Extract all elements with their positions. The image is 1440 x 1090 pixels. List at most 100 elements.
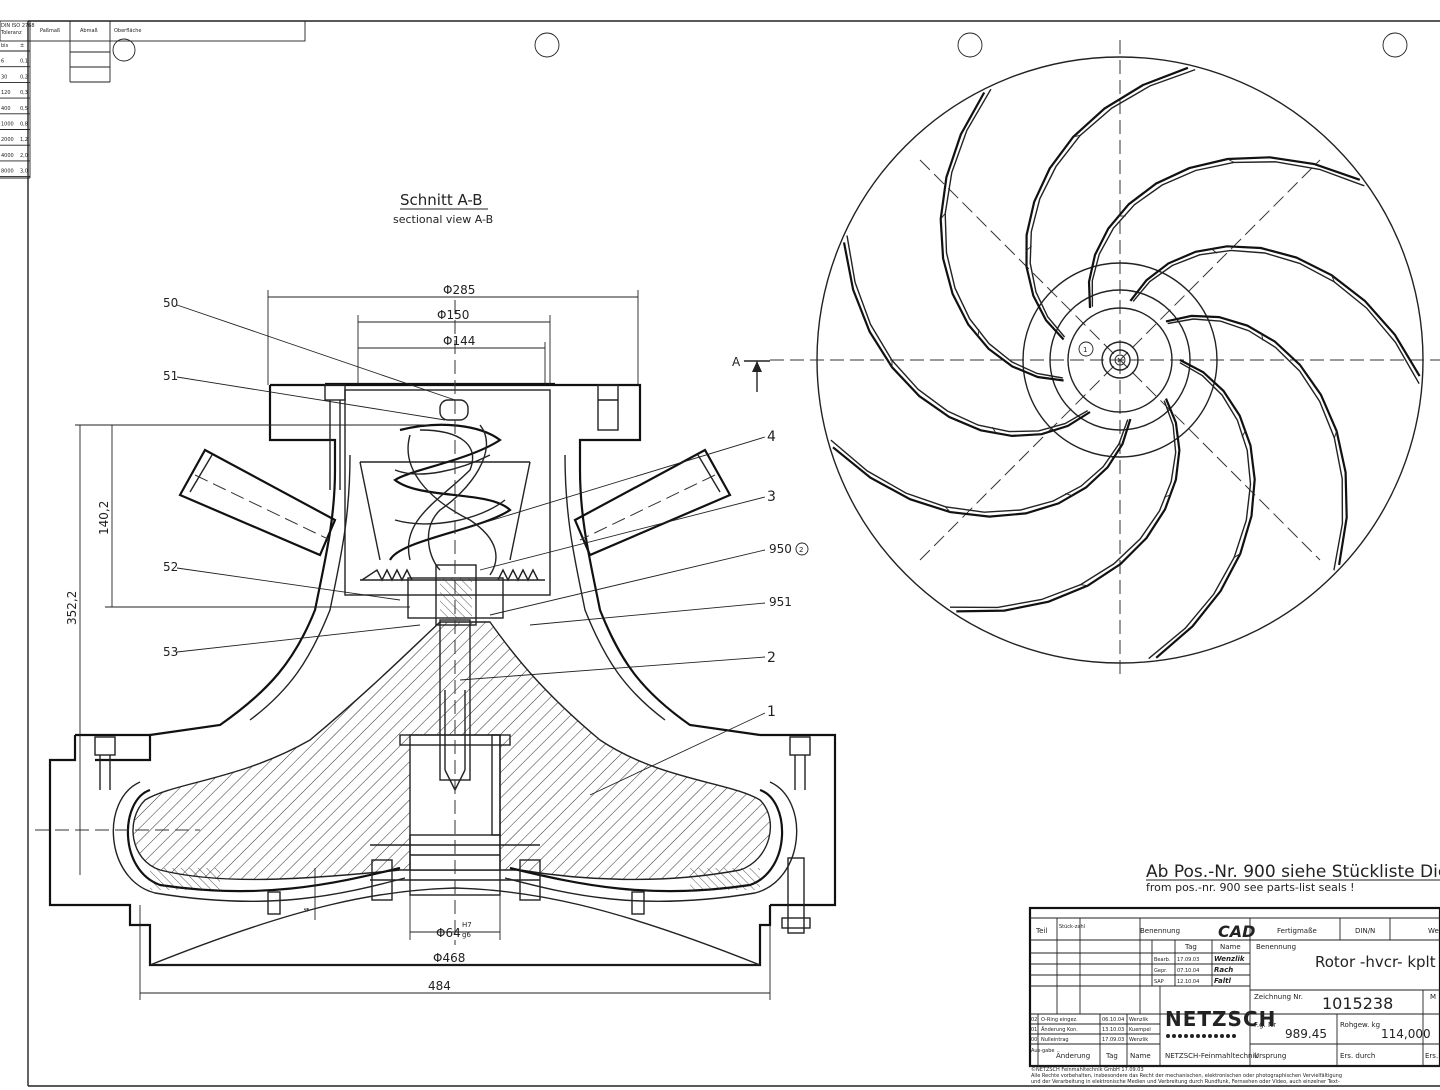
rotor-blade-edge — [949, 400, 1177, 609]
dim-d144: Φ144 — [443, 334, 475, 348]
view-callout: 1 — [1083, 346, 1087, 354]
dimension-lines — [75, 290, 771, 1000]
tb-col-fertigmasse: Fertigmaße — [1277, 927, 1317, 935]
revision-date: 06.10.04 — [1102, 1017, 1124, 1023]
callout-951: 951 — [769, 595, 792, 609]
approval-name: Rach — [1214, 966, 1233, 974]
blade-tick — [1260, 332, 1264, 341]
cad-logo: CAD — [1218, 922, 1255, 941]
rev-ausgabe: Aus-gabe — [1031, 1048, 1055, 1054]
ersdurch-label: Ers. durch — [1340, 1052, 1375, 1060]
rotor-blade-edge — [956, 398, 1181, 613]
callout-1: 1 — [767, 704, 776, 720]
approval-name: Faltl — [1214, 977, 1231, 985]
tol-row-value: 3,0 — [20, 169, 28, 175]
rotor-blade-edge — [832, 418, 1132, 518]
tol-row-value: 1,2 — [20, 137, 28, 143]
blade-tick — [944, 505, 951, 513]
rotor-blade-edge — [1155, 359, 1256, 659]
approval-role: Gepr. — [1154, 968, 1168, 974]
rotor-blade-edge — [1129, 245, 1421, 377]
revision-text: Nulleintrag — [1041, 1037, 1069, 1043]
callout-2: 2 — [767, 650, 776, 666]
rotor-blade-edge — [1091, 161, 1365, 307]
rev-tag: Tag — [1105, 1052, 1118, 1060]
blade-tick — [991, 426, 997, 435]
rotor-blade-edge — [939, 91, 1064, 382]
ursprung-label: Ursprung — [1254, 1052, 1286, 1060]
tol-row-range: 120 — [1, 90, 11, 96]
approval-date: 07.10.04 — [1177, 968, 1199, 974]
rotor-blade-edge — [944, 88, 1063, 379]
tol-row-range: 2000 — [1, 137, 14, 143]
outlet-pipe-left — [178, 448, 337, 557]
revision-index: 01 — [1031, 1027, 1037, 1033]
callout-50: 50 — [163, 296, 178, 310]
rotor-blade-edge — [1029, 68, 1196, 338]
rotor-blade-edge — [1132, 249, 1420, 384]
rotor-screw — [389, 399, 512, 576]
dim-d468: Φ468 — [433, 951, 465, 965]
approval-name: Wenzlik — [1214, 955, 1246, 963]
copyright-1: ©NETZSCH Feinmahltechnik GmbH 17.09.03 — [1031, 1066, 1144, 1073]
rotor-blade-edge — [846, 235, 1089, 433]
tolerance-table: DIN ISO 2768 Toleranz Paßmaß Abmaß Oberf… — [0, 20, 306, 179]
revision-name: Kuempel — [1129, 1027, 1151, 1033]
outlet-pipe-right — [573, 448, 732, 557]
zeichnung-nr: 1015238 — [1322, 994, 1393, 1013]
blade-tick — [1333, 430, 1338, 439]
copyright-2: Alle Rechte vorbehalten, insbesondere da… — [1031, 1073, 1342, 1079]
company-logo: NETZSCH — [1165, 1007, 1276, 1031]
revision-name: Wenzlik — [1129, 1037, 1148, 1043]
tol-row-range: 400 — [1, 106, 11, 112]
note-de: Ab Pos.-Nr. 900 siehe Stückliste Dichtun — [1146, 862, 1440, 882]
part-name: Rotor -hvcr- kplt — [1315, 953, 1436, 971]
rotor-blades — [830, 66, 1421, 660]
tol-col-passmass: Paßmaß — [40, 28, 60, 34]
view-marker-label: A — [732, 355, 741, 369]
tol-row-range: 6 — [1, 59, 4, 65]
blade-tick — [1210, 247, 1218, 254]
tol-row-range: 30 — [1, 74, 7, 80]
blade-tick — [1233, 553, 1241, 559]
section-subtitle: sectional view A-B — [393, 213, 493, 226]
callout-53: 53 — [163, 645, 178, 659]
tol-row-value: 0,5 — [20, 106, 28, 112]
ersfuer-label: Ers. — [1425, 1052, 1438, 1060]
tol-row-value: 0,1 — [20, 59, 28, 65]
tb-col-din: DIN/N — [1355, 927, 1375, 935]
tb-col-stueckzahl: Stück-zahl — [1059, 924, 1085, 930]
dim-d64-fit-bottom: g6 — [462, 931, 471, 939]
rohgew-label: Rohgew. kg — [1340, 1021, 1380, 1029]
tol-row-range: bis — [1, 43, 9, 49]
callout-4: 4 — [767, 429, 776, 445]
tol-row-range: 8000 — [1, 169, 14, 175]
dim-d64: Φ64 — [436, 926, 461, 940]
upper-housing — [149, 383, 761, 737]
callout-51: 51 — [163, 369, 178, 383]
blade-tick — [1227, 158, 1235, 164]
rotor-blade-edge — [842, 242, 1091, 438]
sectional-view: Schnitt A-B sectional view A-B — [35, 191, 837, 1000]
tb-col-teil: Teil — [1035, 927, 1047, 935]
cage-bolt-left — [324, 384, 346, 490]
company-sub: NETZSCH-Feinmahltechnik — [1165, 1052, 1259, 1060]
dim-gap4: 4 — [303, 907, 311, 912]
rotor-blade-edge — [1025, 66, 1189, 341]
blade-tick — [1025, 245, 1033, 252]
rev-name: Name — [1130, 1052, 1151, 1060]
dim-h352: 352,2 — [65, 591, 79, 625]
rotor-blade-edge — [1167, 318, 1344, 571]
revision-text: O-Ring eingez. — [1041, 1017, 1078, 1023]
tol-row-range: 1000 — [1, 122, 14, 128]
rotor-blade-edge — [1165, 314, 1348, 566]
classifier-cage — [344, 389, 551, 596]
dim-d64-fit-top: H7 — [462, 921, 472, 929]
blade-tick — [940, 212, 947, 220]
logo-dots — [1166, 1034, 1236, 1038]
revision-date: 13.10.03 — [1102, 1027, 1124, 1033]
rotor-blade-edge — [1087, 156, 1361, 309]
dim-h140: 140,2 — [97, 501, 111, 535]
tol-col-abmass: Abmaß — [80, 28, 98, 34]
tol-row-value: 0,8 — [20, 122, 28, 128]
